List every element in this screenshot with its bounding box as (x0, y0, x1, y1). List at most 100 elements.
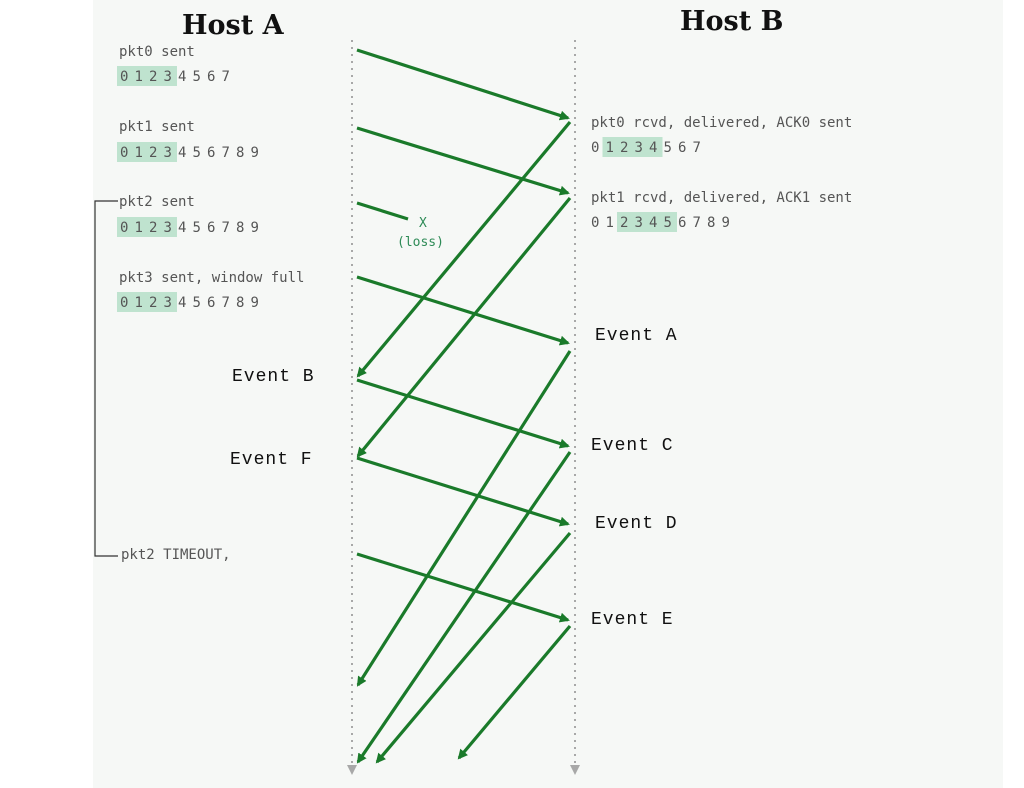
window-highlight (617, 212, 677, 232)
pkt3-arrow (356, 275, 570, 346)
seq-number: 5 (664, 140, 672, 156)
loss-label: (loss) (397, 235, 444, 250)
ack1-arrow (356, 196, 572, 458)
seq-number: 4 (178, 145, 186, 161)
timeout-bracket (94, 200, 118, 557)
pkt1-received-label: pkt1 rcvd, delivered, ACK1 sent (591, 190, 852, 206)
pkt0-sent-label: pkt0 sent (119, 44, 195, 60)
seq-number: 8 (236, 295, 244, 311)
pkt2-timeout-label: pkt2 TIMEOUT, (121, 547, 231, 563)
pkt2-lost-arrow (356, 201, 409, 221)
pkt3-sent-label: pkt3 sent, window full (119, 270, 304, 286)
event-c-label: Event C (591, 436, 674, 456)
event-f-packet-arrow (356, 456, 570, 527)
window-highlight (117, 217, 177, 237)
event-b-label: Event B (232, 367, 315, 387)
seq-number: 7 (222, 145, 230, 161)
seq-number: 4 (178, 295, 186, 311)
seq-number: 3 (164, 220, 172, 236)
seq-number: 5 (664, 215, 672, 231)
seq-number: 5 (193, 69, 201, 85)
event-a-ack-arrow (356, 350, 572, 687)
seq-number: 0 (120, 220, 128, 236)
seq-number: 3 (164, 145, 172, 161)
seq-number: 0 (591, 140, 599, 156)
seq-number: 9 (251, 295, 259, 311)
ack0-arrow (356, 120, 572, 378)
seq-number: 1 (606, 215, 614, 231)
seq-number: 2 (620, 140, 628, 156)
seq-number: 9 (722, 215, 730, 231)
seq-number: 4 (649, 215, 657, 231)
seq-number: 1 (135, 69, 143, 85)
event-e-ack-arrow (457, 624, 572, 760)
seq-number: 2 (620, 215, 628, 231)
seq-number: 9 (251, 220, 259, 236)
window-highlight (117, 292, 177, 312)
seq-number: 0 (120, 295, 128, 311)
seq-number: 2 (149, 220, 157, 236)
seq-number: 8 (236, 145, 244, 161)
pkt1-sent-label: pkt1 sent (119, 119, 195, 135)
window-highlight (602, 137, 663, 157)
seq-number: 1 (135, 295, 143, 311)
seq-number: 3 (164, 295, 172, 311)
seq-number: 4 (178, 69, 186, 85)
seq-number: 4 (649, 140, 657, 156)
event-a-label: Event A (595, 326, 678, 346)
seq-number: 0 (591, 215, 599, 231)
seq-number: 7 (222, 295, 230, 311)
seq-number: 5 (193, 220, 201, 236)
host-a-title: Host A (182, 10, 285, 41)
seq-number: 5 (193, 145, 201, 161)
seq-number: 2 (149, 69, 157, 85)
event-d-label: Event D (595, 514, 678, 534)
window-highlight (117, 142, 177, 162)
seq-number: 3 (635, 215, 643, 231)
seq-number: 6 (207, 295, 215, 311)
pkt0-received-label: pkt0 rcvd, delivered, ACK0 sent (591, 115, 852, 131)
seq-number: 3 (635, 140, 643, 156)
seq-number: 0 (120, 69, 128, 85)
seq-number: 5 (193, 295, 201, 311)
seq-number: 7 (693, 140, 701, 156)
seq-number: 9 (251, 145, 259, 161)
seq-number: 1 (606, 140, 614, 156)
seq-number: 7 (222, 220, 230, 236)
event-e-label: Event E (591, 610, 674, 630)
seq-number: 1 (135, 220, 143, 236)
seq-number: 7 (222, 69, 230, 85)
seq-number: 3 (164, 69, 172, 85)
pkt1-arrow (356, 126, 570, 196)
diagram-panel (93, 0, 1003, 788)
seq-number: 2 (149, 295, 157, 311)
event-f-label: Event F (230, 450, 313, 470)
event-c-ack-arrow (356, 451, 572, 764)
seq-number: 8 (707, 215, 715, 231)
seq-number: 1 (135, 145, 143, 161)
seq-number: 2 (149, 145, 157, 161)
event-b-packet-arrow (356, 378, 570, 449)
seq-number: 6 (207, 145, 215, 161)
seq-number: 4 (178, 220, 186, 236)
event-d-ack-arrow (375, 531, 572, 764)
seq-number: 6 (207, 69, 215, 85)
host-b-title: Host B (680, 6, 783, 37)
seq-number: 7 (693, 215, 701, 231)
seq-number: 0 (120, 145, 128, 161)
seq-number: 8 (236, 220, 244, 236)
seq-number: 6 (678, 140, 686, 156)
pkt2-sent-label: pkt2 sent (119, 194, 195, 210)
seq-number: 6 (678, 215, 686, 231)
window-highlight (117, 66, 177, 86)
seq-number: 6 (207, 220, 215, 236)
timeout-retransmit-arrow (356, 552, 570, 623)
